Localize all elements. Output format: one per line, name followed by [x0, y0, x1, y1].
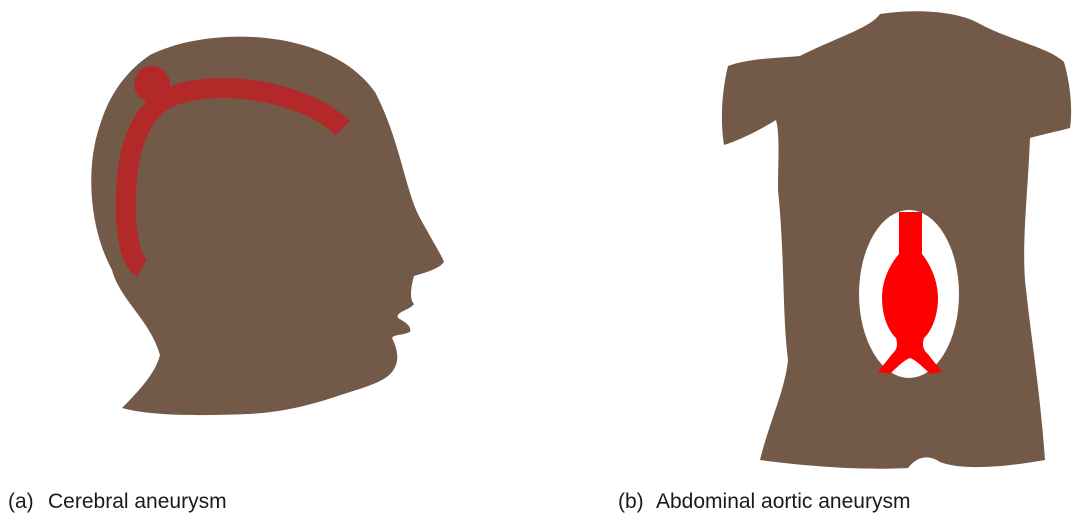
caption-a: (a) Cerebral aneurysm — [8, 490, 227, 514]
caption-a-text: Cerebral aneurysm — [48, 490, 227, 514]
head-figure — [91, 37, 444, 415]
caption-b-text: Abdominal aortic aneurysm — [656, 490, 910, 514]
caption-b-label: (b) — [618, 490, 656, 514]
cerebral-aneurysm-bulge — [134, 66, 170, 102]
torso-figure — [722, 11, 1071, 468]
caption-b: (b) Abdominal aortic aneurysm — [618, 490, 910, 514]
caption-a-label: (a) — [8, 490, 48, 514]
